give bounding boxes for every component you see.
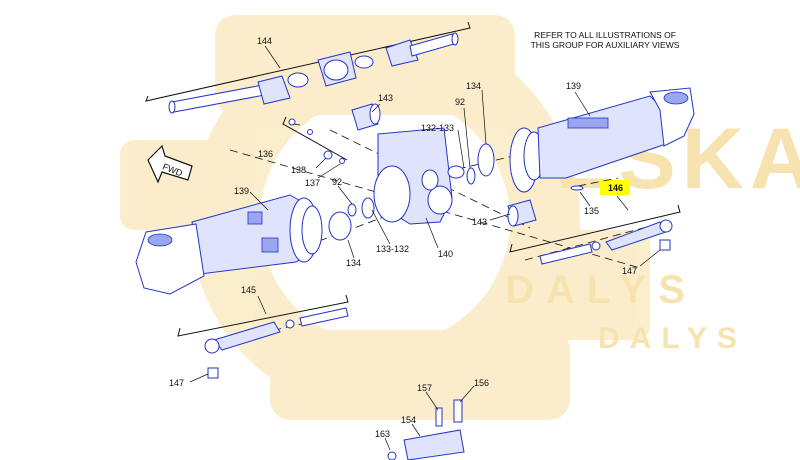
bracket-145 (177, 294, 349, 337)
leader-lines (189, 45, 661, 451)
highlight-146 (600, 180, 630, 195)
callout-147-right: 147 (622, 266, 637, 276)
bracket-assembly-154 (387, 399, 465, 460)
callout-134-left: 134 (346, 258, 361, 268)
auxiliary-views-note: REFER TO ALL ILLUSTRATIONS OF THIS GROUP… (505, 30, 705, 50)
bearing-143-lower (507, 199, 537, 227)
callout-145: 145 (241, 285, 256, 295)
callout-138: 138 (291, 165, 306, 175)
watermark-name-1: DALYS (505, 268, 697, 312)
note-line-2: THIS GROUP FOR AUXILIARY VIEWS (530, 40, 680, 50)
callout-139-right: 139 (566, 81, 581, 91)
oring-134-right (477, 143, 495, 177)
steering-knuckle (361, 127, 465, 225)
washer-137 (339, 158, 345, 164)
fwd-arrow-icon: FWD (147, 144, 193, 184)
seal-92-right (466, 167, 476, 185)
callout-137: 137 (305, 178, 320, 188)
fitting-138 (323, 150, 333, 160)
bracket-146 (509, 204, 681, 253)
callout-147-left: 147 (169, 378, 184, 388)
callout-92-right: 92 (455, 97, 465, 107)
callout-139-left: 139 (234, 186, 249, 196)
washer-136 (288, 118, 296, 126)
bracket-136 (282, 116, 348, 161)
callout-133-132: 133-132 (376, 244, 409, 254)
right-axle-housing (509, 87, 695, 193)
bearing-143-upper (351, 103, 381, 131)
tie-rod-145 (204, 307, 349, 379)
callout-143-upper: 143 (378, 93, 393, 103)
callout-135: 135 (584, 206, 599, 216)
left-axle-housing (135, 194, 352, 295)
callout-163: 163 (375, 429, 390, 439)
callout-140: 140 (438, 249, 453, 259)
axis-bolt (577, 177, 619, 187)
callout-132-133: 132-133 (421, 123, 454, 133)
callout-144: 144 (257, 36, 272, 46)
bracket-144 (145, 21, 471, 102)
callout-156: 156 (474, 378, 489, 388)
callout-143-lower: 143 (472, 217, 487, 227)
callout-134-right: 134 (466, 81, 481, 91)
callout-146: 146 (608, 183, 623, 193)
seal-92-left (347, 203, 357, 217)
note-line-1: REFER TO ALL ILLUSTRATIONS OF (534, 30, 676, 40)
tie-rod-146 (539, 219, 673, 265)
callout-136: 136 (258, 149, 273, 159)
watermark-name-2: DALYS (598, 322, 747, 355)
callout-154: 154 (401, 415, 416, 425)
callout-157: 157 (417, 383, 432, 393)
bolt-135 (570, 185, 584, 191)
drive-shaft (168, 32, 459, 114)
callout-92-left: 92 (332, 177, 342, 187)
pin-136 (307, 129, 313, 135)
